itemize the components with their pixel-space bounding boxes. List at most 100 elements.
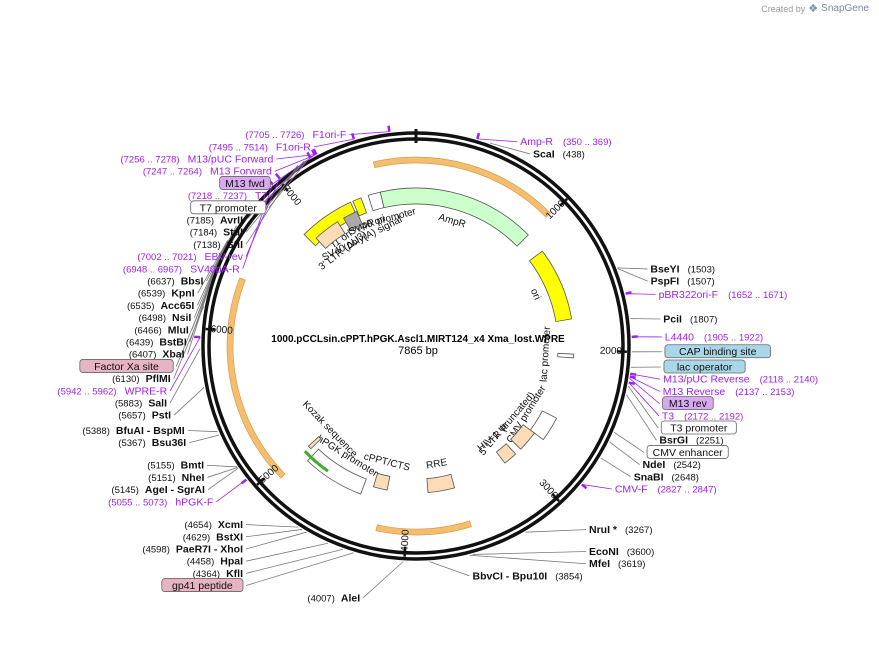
label-t7[interactable]: (7218 .. 7237)T7 (188, 190, 268, 202)
label-bfuai-bspmi[interactable]: (5388)BfuAI - BspMI (82, 425, 184, 437)
label-t3-promoter[interactable]: T3 promoter (660, 420, 737, 435)
leader-line (274, 154, 316, 172)
label-wpre-r[interactable]: (5942 .. 5962)WPRE-R (57, 385, 167, 397)
primer-site (274, 173, 281, 180)
label-amp-r[interactable]: Amp-R(350 .. 369) (520, 136, 611, 148)
label-f1ori-r[interactable]: (7495 .. 7514)F1ori-R (209, 141, 312, 153)
label-paer7i-xhoi[interactable]: (4598)PaeR7I - XhoI (142, 543, 243, 555)
label-econi[interactable]: EcoNI(3600) (589, 546, 654, 558)
label-gp41-peptide[interactable]: gp41 peptide (161, 578, 244, 593)
label-bseyi[interactable]: BseYI(1503) (650, 263, 715, 275)
label-text: lac operator (677, 362, 733, 374)
leader-line (628, 382, 660, 417)
label-factor-xa-site[interactable]: Factor Xa site (79, 359, 174, 373)
label-kpni[interactable]: (6539)KpnI (138, 288, 195, 300)
label-agei-sgrai[interactable]: (5145)AgeI - SgrAI (111, 484, 205, 496)
primer-site (240, 478, 248, 485)
primer-range: (7218 .. 7237) (188, 191, 247, 202)
label-snabi[interactable]: SnaBI(2648) (634, 471, 699, 483)
label-mlui[interactable]: (6466)MluI (134, 324, 189, 336)
label-m13-puc-reverse[interactable]: M13/pUC Reverse(2118 .. 2140) (663, 374, 818, 386)
enzyme-name: AgeI - SgrAI (145, 484, 205, 496)
label-bstbi[interactable]: (6439)BstBI (126, 337, 187, 349)
label-l4440[interactable]: L4440(1905 .. 1922) (665, 331, 763, 343)
primer-label: Amp-R(350 .. 369) (520, 136, 611, 148)
label-pcii[interactable]: PciI(1807) (663, 313, 717, 325)
label-m13-rev[interactable]: M13 rev (662, 396, 714, 411)
leader-line (197, 240, 228, 294)
leader-line (245, 552, 354, 586)
enzyme-name: NruI * (589, 524, 618, 536)
label-box (663, 359, 746, 374)
label-kfli[interactable]: (4364)KflI (193, 568, 243, 580)
label-psti[interactable]: (5657)PstI (118, 410, 171, 422)
label-f1ori-f[interactable]: (7705 .. 7726)F1ori-F (245, 129, 346, 141)
label-cmv-enhancer[interactable]: CMV enhancer (646, 445, 729, 459)
label-lac-operator[interactable]: lac operator (663, 359, 746, 374)
label-m13-fwd[interactable]: M13 fwd (219, 176, 271, 190)
leader-line (245, 161, 305, 233)
label-sali[interactable]: (5883)SalI (115, 398, 167, 410)
enzyme-position: (6466) (134, 325, 161, 336)
label-acc65i[interactable]: (6535)Acc65I (127, 300, 194, 312)
label-cmv-f[interactable]: CMV-F(2827 .. 2847) (615, 484, 717, 496)
feature-label: AmpR (437, 212, 467, 230)
label-scai[interactable]: ScaI(438) (533, 148, 585, 160)
label-bsrgi[interactable]: BsrGI(2251) (659, 435, 723, 447)
label-m13-reverse[interactable]: M13 Reverse(2137 .. 2153) (663, 386, 795, 398)
label-mfei[interactable]: MfeI(3619) (589, 558, 645, 570)
snapgene-logo-icon: ❖ (808, 3, 819, 15)
label-xbai[interactable]: (6407)XbaI (129, 349, 185, 361)
feature-lac-promoter: lac promoter (539, 326, 575, 382)
label-avrii[interactable]: (7185)AvrII (187, 215, 244, 227)
enzyme-position: (6498) (139, 313, 166, 324)
label-sfii[interactable]: (7138)SfiI (193, 239, 243, 251)
label-text: M13 rev (669, 398, 708, 410)
label-cap-binding-site[interactable]: CAP binding site (664, 344, 771, 359)
label-alei[interactable]: (4007)AleI (307, 592, 360, 604)
label-bbsi[interactable]: (6637)BbsI (147, 276, 203, 288)
enzyme-label: (4364)KflI (193, 568, 243, 580)
label-hpgk-f[interactable]: (5055 .. 5073)hPGK-F (108, 496, 213, 508)
label-box (219, 176, 271, 190)
label-pbr322ori-f[interactable]: pBR322ori-F(1652 .. 1671) (659, 289, 788, 301)
primer-label: pBR322ori-F(1652 .. 1671) (659, 289, 788, 301)
feature-label: RRE (425, 457, 448, 472)
label-pflmi[interactable]: (6130)PflMI (112, 373, 171, 385)
primer-range: (2137 .. 2153) (735, 387, 794, 398)
label-t7-promoter[interactable]: T7 promoter (190, 200, 267, 215)
label-hpai[interactable]: (4458)HpaI (187, 556, 243, 568)
label-nrui[interactable]: NruI *(3267) (589, 524, 652, 536)
label-xcmi[interactable]: (4654)XcmI (184, 519, 243, 531)
label-bmti[interactable]: (5155)BmtI (147, 460, 204, 472)
label-bsu36i[interactable]: (5367)Bsu36I (118, 437, 186, 449)
primer-label: (5055 .. 5073)hPGK-F (108, 496, 213, 508)
enzyme-label: (4598)PaeR7I - XhoI (142, 543, 243, 555)
primer-site (625, 291, 632, 295)
label-ndei[interactable]: NdeI(2542) (643, 459, 701, 471)
label-pspfi[interactable]: PspFI(1507) (651, 276, 715, 288)
leader-line (600, 457, 631, 478)
label-ebv-rev[interactable]: (7002 .. 7021)EBV-rev (137, 251, 243, 263)
enzyme-label: (6539)KpnI (138, 288, 195, 300)
feature-arc (510, 424, 535, 450)
primer-name: F1ori-F (312, 129, 346, 141)
primer-name: hPGK-F (175, 496, 213, 508)
enzyme-position: (5367) (118, 438, 145, 449)
label-stui[interactable]: (7184)StuI (190, 227, 243, 239)
tick-label: 6000 (210, 324, 233, 337)
label-m13-forward[interactable]: (7247 .. 7264)M13 Forward (143, 166, 272, 178)
enzyme-name: MfeI (589, 558, 610, 570)
enzyme-name: SalI (148, 398, 167, 410)
label-bstxi[interactable]: (4629)BstXI (183, 531, 243, 543)
primer-site (581, 483, 588, 490)
primer-name: pBR322ori-F (659, 289, 719, 301)
label-sv40pa-r[interactable]: (6948 .. 6967)SV40pA-R (123, 263, 240, 275)
label-bbvci-bpu10i[interactable]: BbvCI - Bpu10I(3854) (473, 570, 583, 582)
hpgk-strand-arc (303, 450, 329, 473)
label-m13-puc-forward[interactable]: (7256 .. 7278)M13/pUC Forward (120, 154, 273, 166)
primer-name: Amp-R (520, 136, 553, 148)
label-nsii[interactable]: (6498)NsiI (139, 312, 192, 324)
label-t3[interactable]: T3(2172 .. 2192) (662, 410, 743, 422)
label-nhei[interactable]: (5151)NheI (148, 472, 204, 484)
